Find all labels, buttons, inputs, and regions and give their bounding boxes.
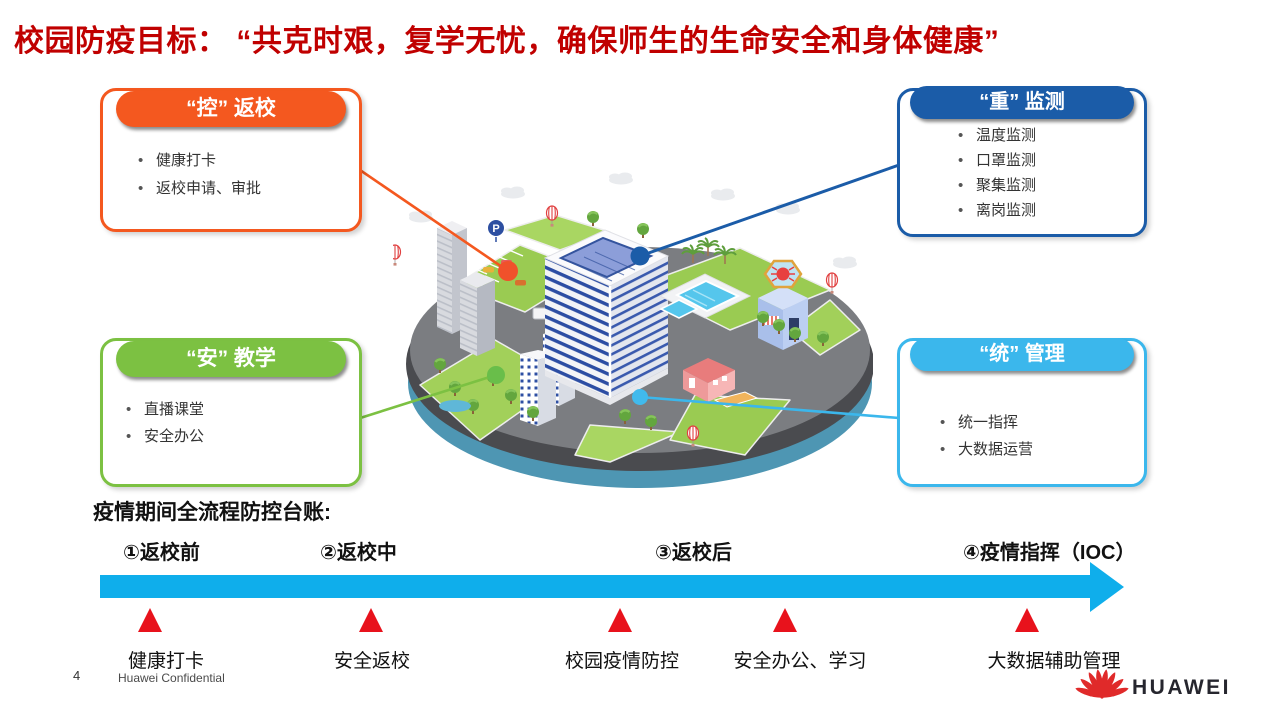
parking-sign-letter: P <box>492 223 499 235</box>
callout-monitoring-list: 温度监测 口罩监测 聚集监测 离岗监测 <box>900 123 1144 223</box>
timeline-marker <box>773 608 797 632</box>
confidential-note: Huawei Confidential <box>118 671 225 685</box>
list-item: 健康打卡 <box>138 147 359 175</box>
timeline-label-4: 安全办公、学习 <box>733 651 867 672</box>
timeline-label-1: 健康打卡 <box>127 651 205 672</box>
balloon-icon <box>393 244 402 267</box>
list-item: 统一指挥 <box>940 409 1144 436</box>
timeline-label-2: 安全返校 <box>333 651 411 672</box>
callout-teaching-list: 直播课堂 安全办公 <box>103 396 359 450</box>
callout-management-list: 统一指挥 大数据运营 <box>900 409 1144 463</box>
huawei-wordmark: HUAWEI <box>1132 676 1231 699</box>
timeline-step-3: ③返校后 <box>655 542 732 564</box>
parking-sign-icon: P <box>487 219 505 242</box>
timeline-marker <box>138 608 162 632</box>
huawei-logo: HUAWEI <box>1075 669 1231 699</box>
callout-monitoring: “重” 监测 温度监测 口罩监测 聚集监测 离岗监测 <box>897 86 1147 237</box>
page-number: 4 <box>73 668 81 683</box>
list-item: 大数据运营 <box>940 436 1144 463</box>
callout-teaching-header: “安” 教学 <box>116 341 346 377</box>
page-title: 校园防疫目标： “共克时艰，复学无忧，确保师生的生命安全和身体健康” <box>14 25 1000 58</box>
timeline-step-2: ②返校中 <box>320 542 397 564</box>
timeline-marker <box>1015 608 1039 632</box>
crab-building <box>758 259 808 350</box>
callout-teaching: “安” 教学 直播课堂 安全办公 <box>100 338 362 487</box>
timeline-step-4: ④疫情指挥（IOC） <box>963 542 1136 564</box>
huawei-flower-icon <box>1075 669 1129 699</box>
central-tower <box>543 229 670 405</box>
list-item: 安全办公 <box>126 423 359 450</box>
list-item: 聚集监测 <box>958 173 1144 198</box>
list-item: 口罩监测 <box>958 148 1144 173</box>
timeline-marker <box>608 608 632 632</box>
timeline-marker <box>359 608 383 632</box>
timeline-label-5: 大数据辅助管理 <box>987 651 1121 672</box>
city-illustration: P <box>393 172 873 488</box>
list-item: 直播课堂 <box>126 396 359 423</box>
list-item: 离岗监测 <box>958 198 1144 223</box>
callout-control-list: 健康打卡 返校申请、审批 <box>103 147 359 203</box>
timeline-arrow <box>100 562 1124 612</box>
pool-area <box>658 273 752 319</box>
callout-monitoring-header: “重” 监测 <box>910 86 1134 119</box>
callout-control-header: “控” 返校 <box>116 91 346 127</box>
list-item: 返校申请、审批 <box>138 175 359 203</box>
callout-management: “统” 管理 统一指挥 大数据运营 <box>897 338 1147 487</box>
callout-management-header: “统” 管理 <box>910 338 1134 371</box>
timeline-heading: 疫情期间全流程防控台账: <box>93 501 331 524</box>
timeline-step-1: ①返校前 <box>123 542 200 564</box>
list-item: 温度监测 <box>958 123 1144 148</box>
callout-control-return: “控” 返校 健康打卡 返校申请、审批 <box>100 88 362 232</box>
gray-towers <box>437 221 495 356</box>
timeline-label-3: 校园疫情防控 <box>564 651 680 672</box>
